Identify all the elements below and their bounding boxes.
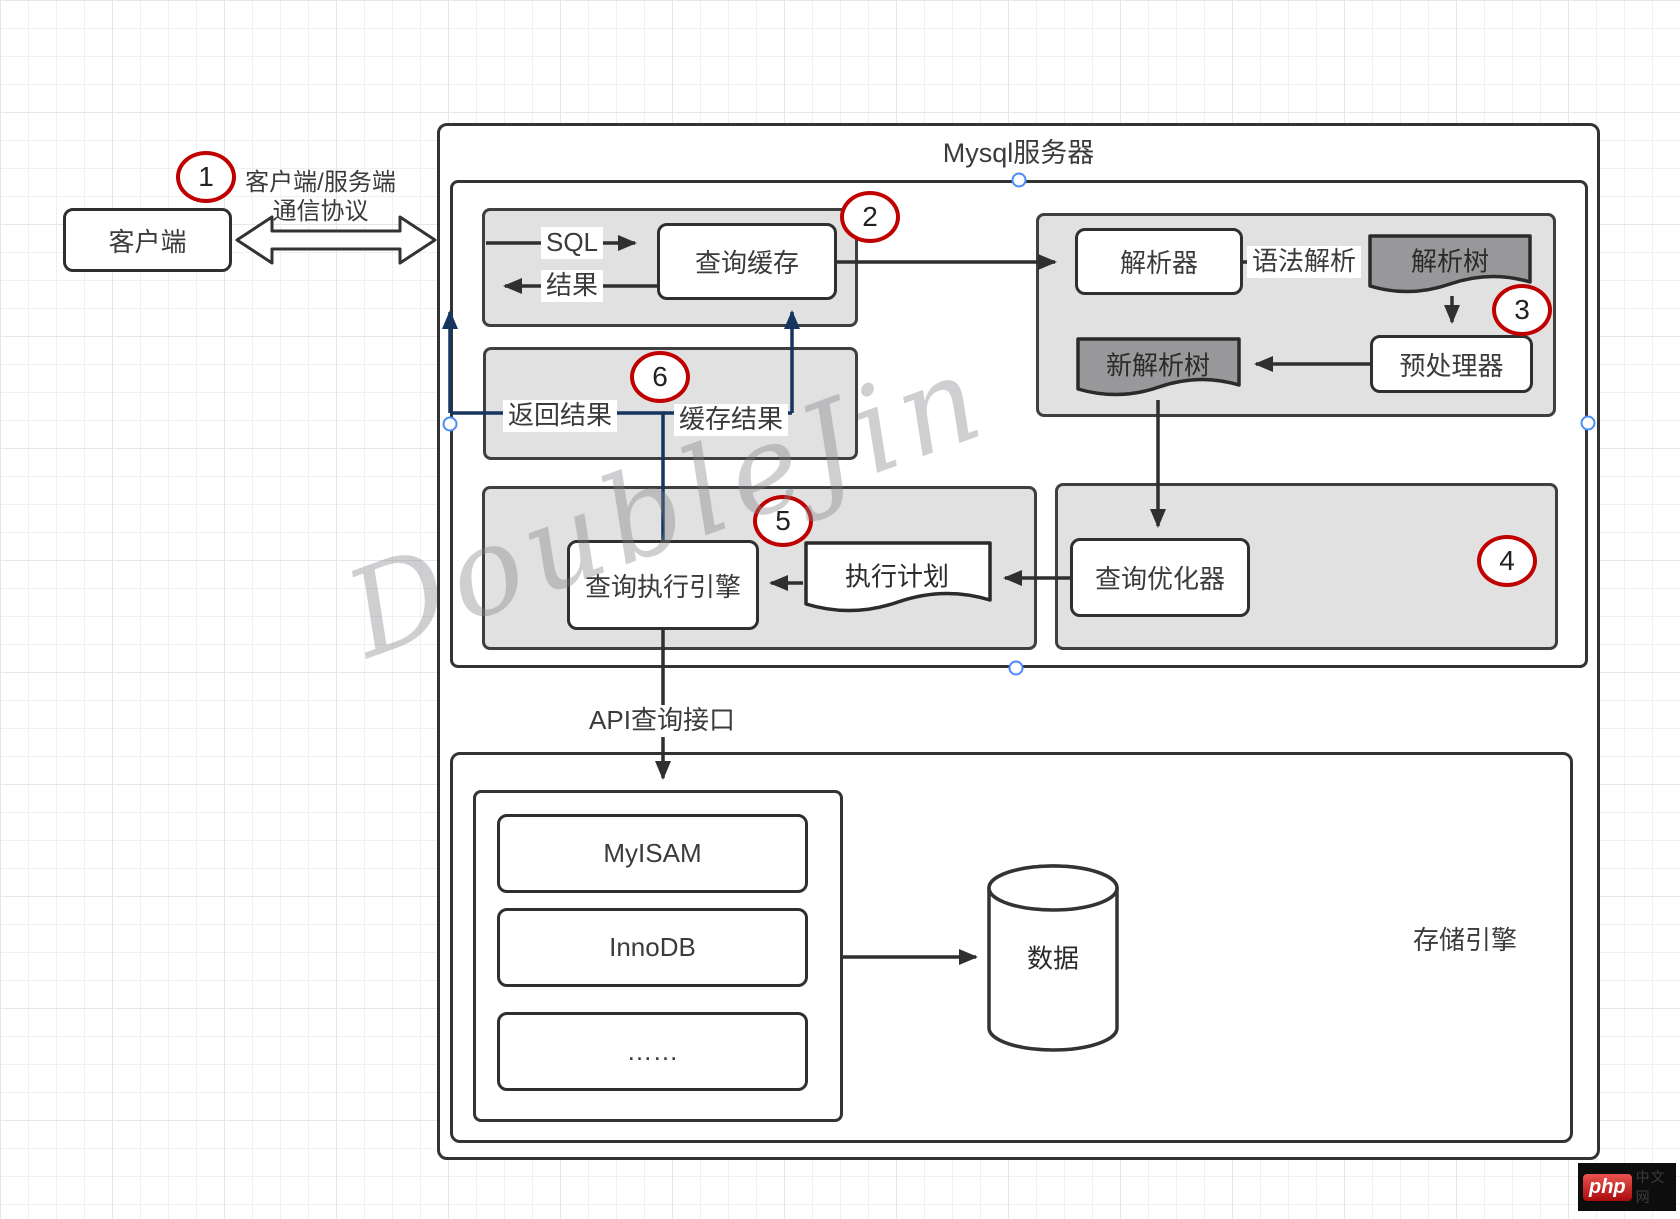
- parse-tree-label: 解析树: [1410, 246, 1490, 277]
- php-logo-site-text: 中文网: [1635, 1169, 1666, 1205]
- syntax-parse-label: 语法解析: [1246, 246, 1362, 278]
- protocol-line1: 客户端/服务端: [245, 169, 396, 196]
- return-result-wire: [450, 411, 665, 540]
- parse-tree-doc-shape: [1368, 234, 1532, 294]
- client-server-double-arrow: [235, 215, 437, 265]
- sql-label: SQL: [540, 227, 604, 259]
- result-label: 结果: [540, 270, 604, 302]
- selection-handle-bottom[interactable]: [1008, 660, 1024, 676]
- parser-box: 解析器: [1075, 228, 1243, 295]
- data-cylinder-top: [987, 864, 1119, 912]
- step-badge-4: 4: [1477, 535, 1537, 587]
- other-engines-box: ……: [497, 1012, 808, 1091]
- query-optimizer-box: 查询优化器: [1070, 538, 1250, 617]
- selection-handle-top[interactable]: [1011, 172, 1027, 188]
- step-badge-2: 2: [840, 191, 900, 243]
- preprocessor-box: 预处理器: [1370, 335, 1533, 393]
- query-exec-engine-box: 查询执行引擎: [567, 540, 759, 630]
- selection-handle-left[interactable]: [442, 416, 458, 432]
- step-badge-5: 5: [753, 495, 813, 547]
- storage-engine-label: 存储引擎: [1412, 925, 1517, 955]
- step-badge-6: 6: [630, 351, 690, 403]
- api-label: API查询接口: [584, 705, 740, 737]
- execution-plan-label: 执行计划: [844, 561, 950, 592]
- new-parse-tree-label: 新解析树: [1105, 350, 1211, 381]
- step-badge-3: 3: [1492, 284, 1552, 336]
- myisam-box: MyISAM: [497, 814, 808, 893]
- query-cache-box: 查询缓存: [657, 223, 837, 300]
- step-badge-1: 1: [176, 151, 236, 203]
- php-logo-badge: php: [1583, 1173, 1632, 1201]
- protocol-label: 客户端/服务端 通信协议: [228, 168, 413, 226]
- innodb-box: InnoDB: [497, 908, 808, 987]
- selection-handle-right[interactable]: [1580, 415, 1596, 431]
- php-site-logo: php 中文网: [1578, 1163, 1676, 1211]
- protocol-line2: 通信协议: [272, 198, 369, 225]
- cache-result-label: 缓存结果: [673, 404, 789, 436]
- new-parse-tree-doc-shape: [1076, 337, 1241, 397]
- execution-plan-doc-shape: [804, 541, 992, 613]
- return-result-label: 返回结果: [502, 400, 618, 432]
- data-cylinder-label: 数据: [1026, 943, 1080, 974]
- mysql-server-title: Mysql服务器: [942, 138, 1095, 168]
- client-box: 客户端: [63, 208, 232, 272]
